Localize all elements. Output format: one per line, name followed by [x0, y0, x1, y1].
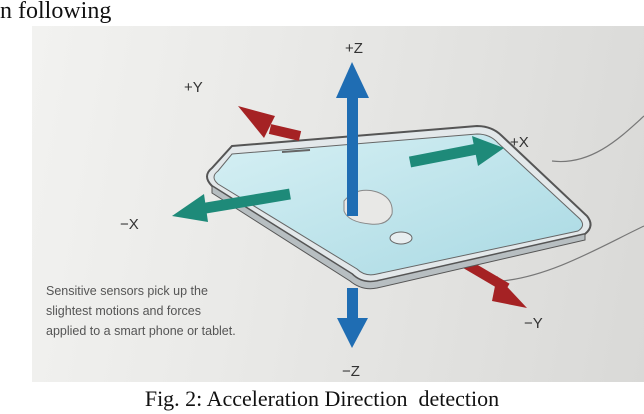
hand-outline-right-top: [551, 115, 644, 163]
minus-x-label: −X: [120, 216, 139, 233]
smartphone: [206, 124, 592, 290]
plus-y-arrow: [238, 106, 302, 141]
minus-y-label: −Y: [524, 315, 543, 332]
plus-x-arrow: [408, 136, 504, 168]
plus-y-label: +Y: [184, 79, 203, 96]
minus-z-arrow: [337, 288, 368, 348]
hand-outline-right-bottom: [501, 225, 644, 282]
plus-z-label: +Z: [345, 40, 363, 57]
phone-axes-illustration: +Z −Z +Y −Y +X −X Sensitive sensors pick…: [32, 26, 644, 382]
sensor-note-line-3: applied to a smart phone or tablet.: [46, 324, 236, 338]
sensor-note-line-2: slightest motions and forces: [46, 304, 201, 318]
minus-z-label: −Z: [342, 363, 360, 380]
sensor-note-line-1: Sensitive sensors pick up the: [46, 284, 208, 298]
plus-x-label: +X: [510, 134, 529, 151]
minus-x-arrow: [172, 188, 291, 222]
plus-z-arrow: [336, 62, 369, 216]
preceding-text-fragment: n following: [0, 0, 112, 24]
phone-axes-drawing: +Z −Z +Y −Y +X −X: [120, 40, 644, 380]
figure-caption: Fig. 2: Acceleration Direction detection: [144, 386, 500, 411]
sensor-description: Sensitive sensors pick up the slightest …: [46, 281, 316, 341]
